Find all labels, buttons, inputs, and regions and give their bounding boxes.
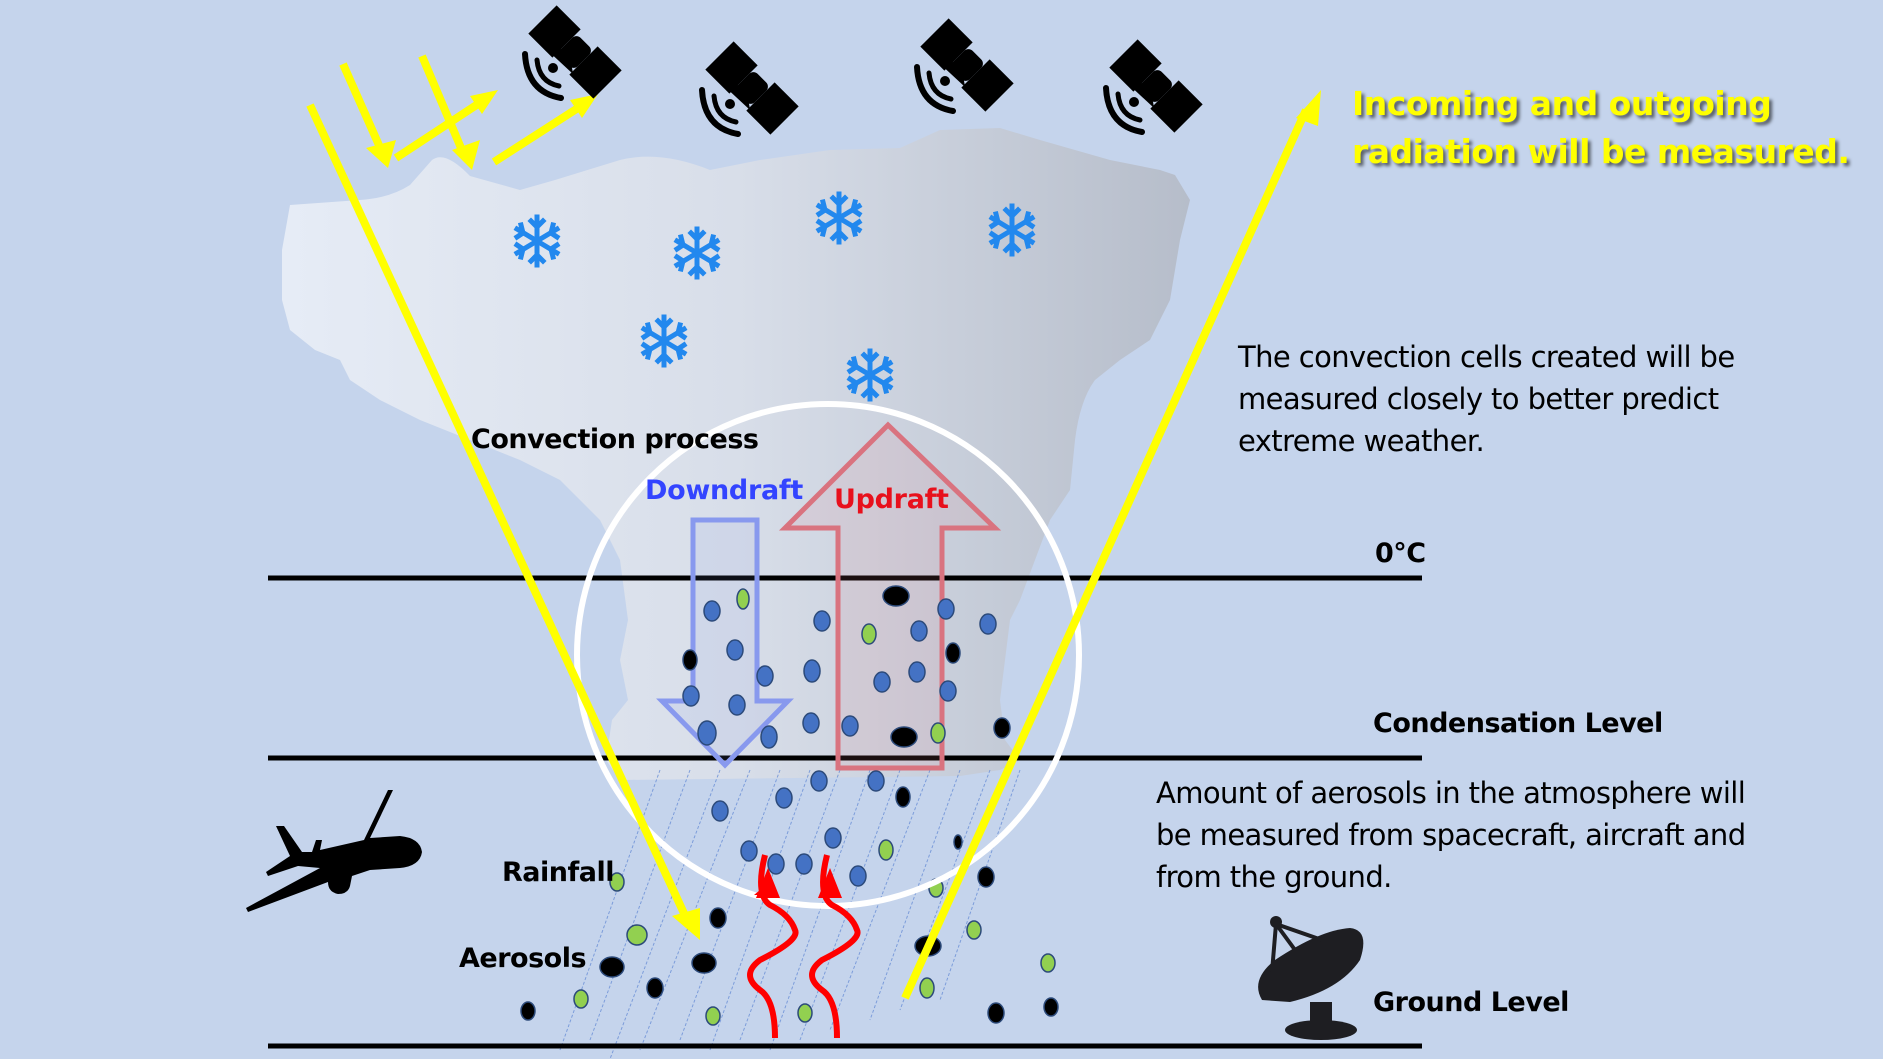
aerosol-note-line-2: be measured from spacecraft, aircraft an…	[1156, 818, 1746, 852]
satellite-icon	[702, 41, 799, 134]
downdraft-label: Downdraft	[645, 475, 803, 506]
condensation-level-label: Condensation Level	[1373, 708, 1663, 739]
aerosol-note-line-1: Amount of aerosols in the atmosphere wil…	[1156, 776, 1746, 810]
heat-wave-icons	[747, 854, 861, 1039]
satellite-icon	[1106, 39, 1203, 132]
radiation-arrows	[306, 54, 1321, 1000]
aerosol-note: Amount of aerosols in the atmosphere wil…	[1156, 772, 1746, 898]
rain-streaks	[559, 769, 1021, 1059]
convection-cell-circle	[574, 401, 1082, 909]
convection-note: The convection cells created will be mea…	[1238, 336, 1735, 462]
satellite-icon	[525, 5, 622, 98]
storm-cloud	[282, 128, 1190, 780]
convection-note-line-1: The convection cells created will be	[1238, 340, 1735, 374]
headline-line-2: radiation will be measured.	[1352, 132, 1850, 171]
convection-process-label: Convection process	[471, 424, 759, 455]
radiation-headline: Incoming and outgoing radiation will be …	[1352, 80, 1850, 176]
aerosols-label: Aerosols	[459, 943, 587, 974]
rainfall-label: Rainfall	[502, 857, 614, 888]
freezing-level-label: 0°C	[1375, 538, 1426, 569]
satellite-dish-icon	[1258, 916, 1364, 1040]
convection-note-line-2: measured closely to better predict	[1238, 382, 1719, 416]
convection-note-line-3: extreme weather.	[1238, 424, 1485, 458]
cloud-particles	[520, 585, 1059, 1026]
airplane-icon	[246, 790, 422, 912]
aerosol-note-line-3: from the ground.	[1156, 860, 1392, 894]
updraft-label: Updraft	[834, 484, 949, 515]
headline-line-1: Incoming and outgoing	[1352, 84, 1772, 123]
satellite-icon	[917, 18, 1014, 111]
ground-level-label: Ground Level	[1373, 987, 1569, 1018]
